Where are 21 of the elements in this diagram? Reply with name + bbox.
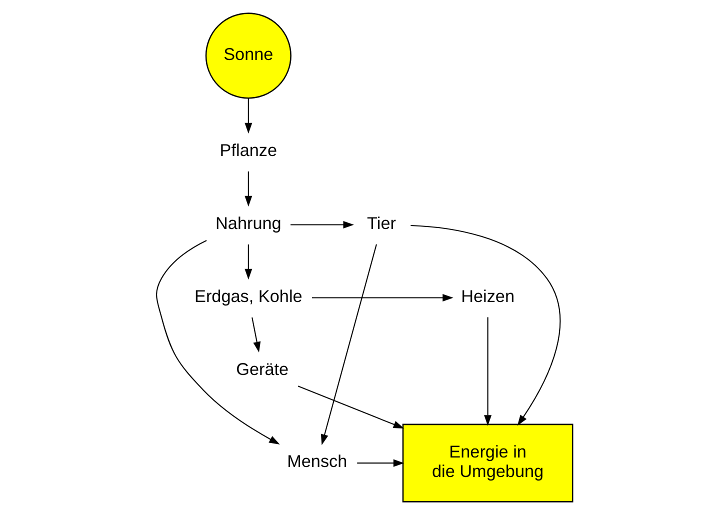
node-text: Mensch xyxy=(286,450,347,471)
node-text: Tier xyxy=(366,212,396,232)
arrow xyxy=(297,385,404,428)
arrow xyxy=(244,244,252,280)
arrow xyxy=(244,170,252,206)
node-text: Heizen xyxy=(460,285,514,306)
node-box: Energie in die Umgebung xyxy=(402,423,573,502)
node-circle: Sonne xyxy=(204,12,291,98)
arrow xyxy=(312,294,453,302)
arrow xyxy=(320,244,376,445)
node-text: Pflanze xyxy=(219,139,277,160)
arrow xyxy=(156,240,280,444)
arrow xyxy=(410,224,560,426)
arrow xyxy=(484,316,492,426)
node-text: Geräte xyxy=(236,358,288,378)
arrow xyxy=(290,220,354,228)
node-text: Erdgas, Kohle xyxy=(194,285,302,306)
arrow xyxy=(356,458,404,466)
arrow xyxy=(244,98,252,134)
node-text: Nahrung xyxy=(215,212,281,232)
arrow xyxy=(251,316,260,352)
